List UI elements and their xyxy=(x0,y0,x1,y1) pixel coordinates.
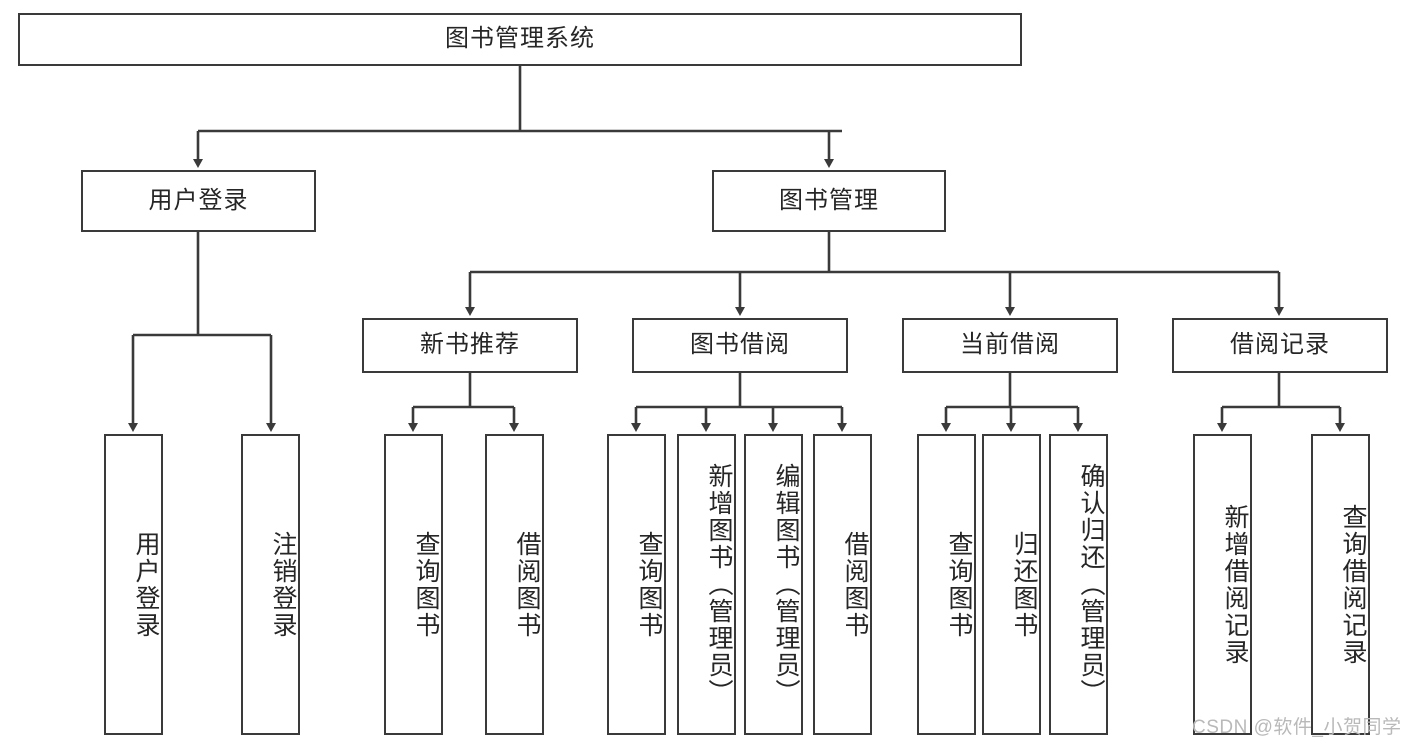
node-label: 注销登录 xyxy=(269,530,297,639)
node-new-book-recommend[interactable]: 新书推荐 xyxy=(362,318,578,373)
node-label: 用户登录 xyxy=(132,530,160,639)
node-label: 查询借阅记录 xyxy=(1339,503,1367,666)
leaf-borrow-borrow-book[interactable]: 借阅图书 xyxy=(813,434,872,735)
node-book-management[interactable]: 图书管理 xyxy=(712,170,946,232)
node-label: 查询图书 xyxy=(945,530,973,639)
node-label: 归还图书 xyxy=(1010,530,1038,639)
leaf-current-return-book[interactable]: 归还图书 xyxy=(982,434,1041,735)
node-label: 图书管理系统 xyxy=(445,25,595,53)
node-label: 用户登录 xyxy=(148,186,249,214)
node-label: 当前借阅 xyxy=(960,331,1060,359)
leaf-record-add-record[interactable]: 新增借阅记录 xyxy=(1193,434,1252,735)
node-label: 图书管理 xyxy=(779,186,879,214)
node-label: 确认归还（管理员） xyxy=(1077,463,1105,706)
leaf-borrow-add-book-admin[interactable]: 新增图书（管理员） xyxy=(677,434,736,735)
leaf-recommend-query-book[interactable]: 查询图书 xyxy=(384,434,443,735)
node-label: 新增借阅记录 xyxy=(1221,503,1249,666)
node-label: 查询图书 xyxy=(412,530,440,639)
leaf-current-query-book[interactable]: 查询图书 xyxy=(917,434,976,735)
leaf-recommend-borrow-book[interactable]: 借阅图书 xyxy=(485,434,544,735)
node-label: 编辑图书（管理员） xyxy=(772,463,800,706)
leaf-current-confirm-return-admin[interactable]: 确认归还（管理员） xyxy=(1049,434,1108,735)
node-label: 借阅图书 xyxy=(513,530,541,639)
leaf-user-login-signout[interactable]: 注销登录 xyxy=(241,434,300,735)
node-borrow-record[interactable]: 借阅记录 xyxy=(1172,318,1388,373)
leaf-record-query-record[interactable]: 查询借阅记录 xyxy=(1311,434,1370,735)
leaf-user-login-signin[interactable]: 用户登录 xyxy=(104,434,163,735)
node-book-borrow[interactable]: 图书借阅 xyxy=(632,318,848,373)
node-label: 图书借阅 xyxy=(690,331,790,359)
node-label: 新增图书（管理员） xyxy=(705,463,733,706)
node-root-system[interactable]: 图书管理系统 xyxy=(18,13,1022,66)
node-label: 查询图书 xyxy=(635,530,663,639)
node-label: 借阅图书 xyxy=(841,530,869,639)
node-label: 新书推荐 xyxy=(420,331,520,359)
leaf-borrow-query-book[interactable]: 查询图书 xyxy=(607,434,666,735)
leaf-borrow-edit-book-admin[interactable]: 编辑图书（管理员） xyxy=(744,434,803,735)
csdn-watermark: CSDN @软件_小贺同学 xyxy=(1192,717,1402,738)
node-user-login[interactable]: 用户登录 xyxy=(81,170,316,232)
node-label: 借阅记录 xyxy=(1230,331,1330,359)
node-current-borrow[interactable]: 当前借阅 xyxy=(902,318,1118,373)
